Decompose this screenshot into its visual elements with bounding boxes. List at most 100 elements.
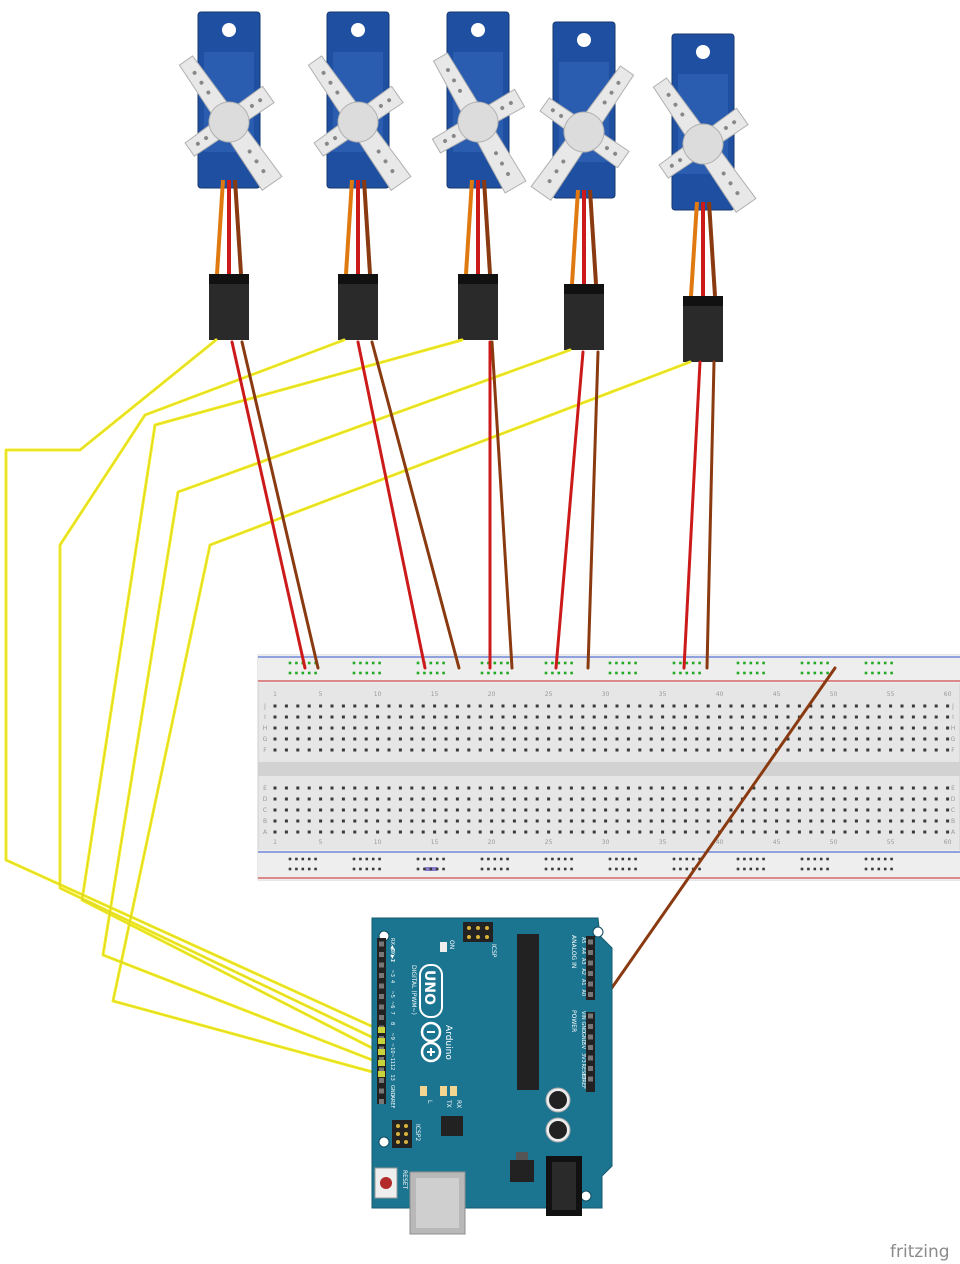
power-pin-label: IOREF <box>580 1074 586 1089</box>
reset-label: RESET <box>401 1170 408 1190</box>
analog-pin-label: A0 <box>580 990 586 997</box>
servo-horn <box>178 55 283 192</box>
column-number: 1 <box>273 691 277 698</box>
rx-label: RX <box>455 1100 462 1108</box>
row-letter: G <box>951 736 956 743</box>
column-number: 20 <box>488 839 496 846</box>
power-header-label: POWER <box>570 1010 577 1032</box>
digital-pin-label: TX▶1 <box>389 948 395 963</box>
column-number: 35 <box>659 839 667 846</box>
row-letter: J <box>951 703 954 710</box>
row-letter: H <box>263 725 268 732</box>
servo-connector <box>683 296 723 362</box>
column-number: 30 <box>602 691 610 698</box>
voltage-regulator <box>510 1160 534 1182</box>
reset-button[interactable] <box>374 1167 398 1199</box>
digital-header <box>377 938 386 1104</box>
ground-wire-1 <box>240 340 320 670</box>
power-pin-label: RESET <box>580 1064 586 1081</box>
on-led <box>440 942 447 952</box>
row-letter: E <box>263 785 267 792</box>
column-number: 10 <box>374 691 382 698</box>
column-number: 50 <box>830 691 838 698</box>
power-pin-label: GND <box>580 1032 586 1044</box>
power-wire-5 <box>682 360 702 670</box>
servo-horn <box>652 77 757 214</box>
ground-wire-2 <box>370 340 461 670</box>
digital-pin-label: ~9 <box>389 1033 395 1040</box>
on-label: ON <box>448 940 455 949</box>
servo-connector <box>209 274 249 340</box>
digital-pin-label: ~3 <box>389 970 395 977</box>
row-letter: A <box>951 829 956 836</box>
servo-motor <box>652 33 757 362</box>
column-number: 55 <box>887 691 895 698</box>
power-pin-label: 3V3 <box>580 1053 586 1063</box>
analog-header <box>586 936 595 1000</box>
wires <box>4 338 837 1076</box>
column-number: 60 <box>944 691 952 698</box>
row-letter: D <box>951 796 956 803</box>
column-number: 20 <box>488 691 496 698</box>
row-letter: F <box>263 747 267 754</box>
row-letter: G <box>263 736 268 743</box>
ground-wire-arduino <box>586 666 837 1024</box>
fritzing-watermark: fritzing <box>890 1242 950 1262</box>
top-power-rail <box>258 655 960 683</box>
servo-horn <box>307 55 412 192</box>
analog-header-label: ANALOG IN <box>570 935 577 968</box>
column-number: 10 <box>374 839 382 846</box>
bottom-power-rail <box>258 850 960 880</box>
column-number: 60 <box>944 839 952 846</box>
tx-label: TX <box>445 1099 452 1108</box>
rx-led <box>450 1086 457 1096</box>
atmega-chip <box>517 934 539 1090</box>
row-letter: E <box>951 785 955 792</box>
capacitors <box>545 1087 571 1143</box>
digital-pin-label: ~5 <box>389 991 395 998</box>
row-letter: I <box>952 714 954 721</box>
column-number: 45 <box>773 691 781 698</box>
brand-label: Arduino <box>443 1025 453 1060</box>
digital-pin-label: 4 <box>389 980 395 983</box>
ground-wire-3 <box>490 340 514 670</box>
servo-connector <box>564 284 604 350</box>
power-pin-label: 5V <box>580 1043 586 1050</box>
digital-pin-label: 13 <box>389 1075 395 1081</box>
power-pin-label: VIN <box>580 1011 586 1020</box>
row-letter: B <box>951 818 955 825</box>
servo-connector <box>458 274 498 340</box>
digital-pin-label: ~10 <box>389 1043 395 1054</box>
analog-pin-label: A1 <box>580 979 586 986</box>
column-number: 40 <box>716 839 724 846</box>
icsp2-label: ICSP2 <box>414 1124 421 1141</box>
column-number: 15 <box>431 839 439 846</box>
usb-chip <box>441 1116 463 1136</box>
row-letter: D <box>263 796 268 803</box>
analog-pin-label: A4 <box>580 948 586 955</box>
digital-pin-label: 7 <box>389 1012 395 1015</box>
column-number: 45 <box>773 839 781 846</box>
digital-pin-label: RX◀0 <box>389 938 395 952</box>
digital-pin-label: ~6 <box>389 1001 395 1008</box>
servo-horn <box>431 52 527 194</box>
analog-pin-label: A3 <box>580 958 586 965</box>
servo-horn <box>530 65 635 202</box>
row-letter: F <box>951 747 955 754</box>
digital-pin-holes <box>378 941 385 1104</box>
servo-motor <box>307 11 412 340</box>
analog-pin-label: A2 <box>580 969 586 976</box>
power-wire-4 <box>554 350 585 670</box>
column-number: 50 <box>830 839 838 846</box>
icsp2-header <box>392 1120 412 1148</box>
power-pin-label: GND <box>580 1022 586 1034</box>
digital-pin-label: 2 <box>389 959 395 962</box>
row-letter: H <box>951 725 956 732</box>
servo-motor <box>530 21 635 350</box>
l-led <box>420 1086 427 1096</box>
digital-pin-label: AREF <box>389 1096 395 1109</box>
uno-logo: UNO Arduino <box>419 964 453 1063</box>
